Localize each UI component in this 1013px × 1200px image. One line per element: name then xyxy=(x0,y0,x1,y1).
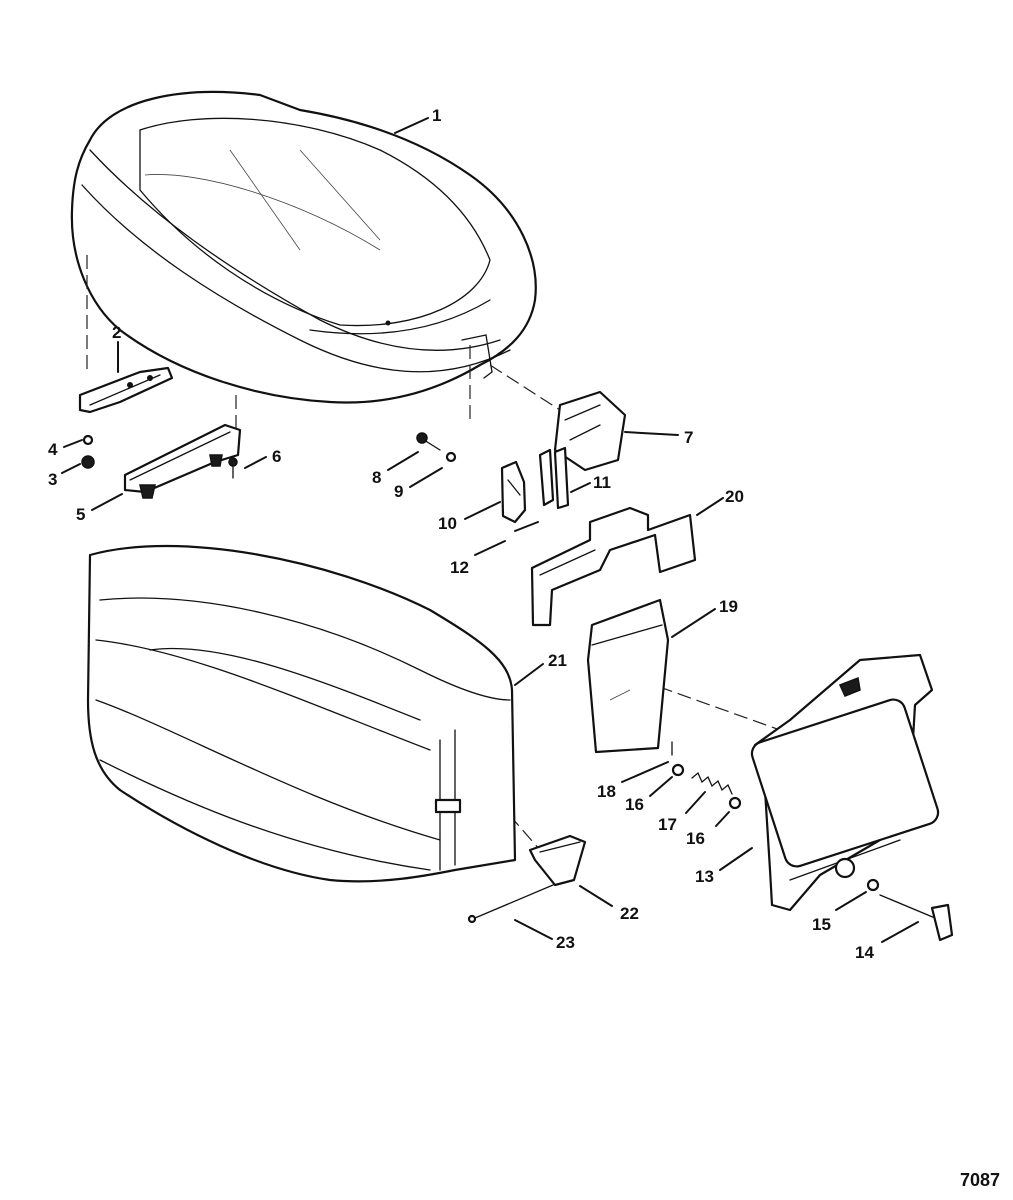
part-21-bottom-cowl xyxy=(86,544,517,883)
part-1-top-cowl xyxy=(70,90,537,404)
part-3-screw xyxy=(81,455,95,469)
part-6-screw xyxy=(228,457,238,479)
callout-12: 12 xyxy=(450,558,469,577)
part-11-clip xyxy=(538,446,570,510)
part-17-spring xyxy=(691,771,733,795)
part-4-washer xyxy=(82,434,94,446)
part-12-pin xyxy=(514,521,539,532)
callout-16a: 16 xyxy=(625,795,644,814)
part-2-bracket xyxy=(78,366,174,414)
callout-21: 21 xyxy=(548,651,567,670)
callout-3: 3 xyxy=(48,470,57,489)
callout-7: 7 xyxy=(684,428,693,447)
callout-17: 17 xyxy=(658,815,677,834)
leader-lines xyxy=(61,117,919,943)
callout-2: 2 xyxy=(112,323,121,342)
part-16-washer-a xyxy=(671,763,685,777)
callout-6: 6 xyxy=(272,447,281,466)
callout-5: 5 xyxy=(76,505,85,524)
callout-16b: 16 xyxy=(686,829,705,848)
figure-code: 7087 xyxy=(960,1170,1000,1190)
callout-10: 10 xyxy=(438,514,457,533)
part-5-support-rail xyxy=(123,423,242,499)
part-9-washer xyxy=(445,451,457,463)
part-10-latch-plate xyxy=(500,460,527,524)
callout-1: 1 xyxy=(432,106,441,125)
callout-19: 19 xyxy=(719,597,738,616)
callout-9: 9 xyxy=(394,482,403,501)
callout-8: 8 xyxy=(372,468,381,487)
callout-14: 14 xyxy=(855,943,874,962)
part-20-front-bracket xyxy=(530,506,697,627)
callout-4: 4 xyxy=(48,440,58,459)
part-13-latch-housing xyxy=(750,653,940,912)
callout-22: 22 xyxy=(620,904,639,923)
callout-labels: 1 2 3 4 5 6 7 8 9 10 11 12 20 19 21 18 1… xyxy=(48,106,874,962)
callout-20: 20 xyxy=(725,487,744,506)
part-15-washer xyxy=(866,878,880,892)
part-14-key xyxy=(879,894,954,942)
part-22-hinge-latch xyxy=(528,834,587,887)
callout-15: 15 xyxy=(812,915,831,934)
part-7-block xyxy=(553,390,627,472)
part-8-bolt xyxy=(416,432,441,451)
part-23-rod xyxy=(467,884,554,924)
part-16-washer-b xyxy=(728,796,742,810)
callout-18: 18 xyxy=(597,782,616,801)
callout-23: 23 xyxy=(556,933,575,952)
part-19-panel xyxy=(586,598,670,754)
callout-13: 13 xyxy=(695,867,714,886)
callout-11: 11 xyxy=(593,473,611,492)
